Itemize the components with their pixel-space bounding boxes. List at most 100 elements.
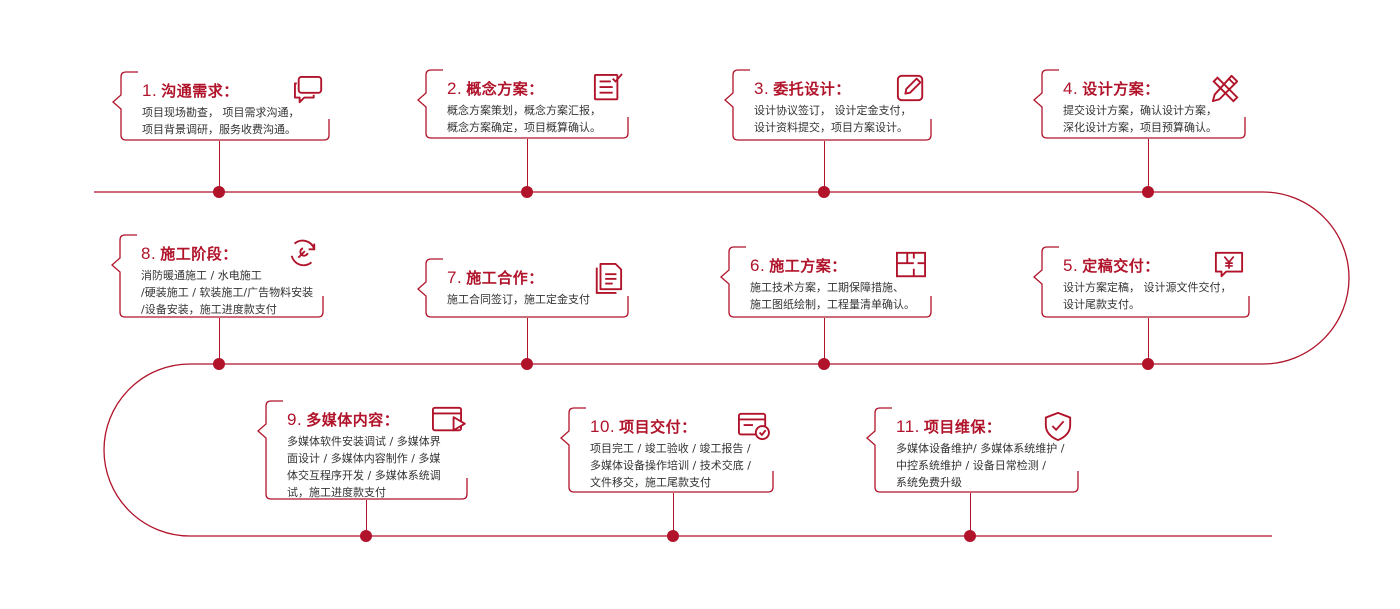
step-title-text: 施工方案： bbox=[769, 257, 847, 275]
step-description-line: 施工图纸绘制，工程量清单确认。 bbox=[750, 298, 915, 311]
step-title: 11.项目维保： bbox=[896, 416, 1001, 437]
timeline-node bbox=[1142, 186, 1154, 198]
step-number: 11. bbox=[896, 417, 920, 436]
step-description-line: 施工合同签订，施工定金支付 bbox=[447, 293, 590, 306]
step-description: 多媒体软件安装调试 / 多媒体界面设计 / 多媒体内容制作 / 多媒体交互程序开… bbox=[287, 433, 441, 501]
process-step-9: 9.多媒体内容： 多媒体软件安装调试 / 多媒体界面设计 / 多媒体内容制作 / … bbox=[257, 400, 468, 501]
step-number: 8. bbox=[141, 244, 157, 263]
step-description-line: 概念方案确定，项目概算确认。 bbox=[447, 121, 601, 134]
step-connector bbox=[219, 141, 220, 192]
process-step-6: 6.施工方案： 施工技术方案，工期保障措施、施工图纸绘制，工程量清单确认。 bbox=[720, 246, 932, 318]
chat-bubbles-icon bbox=[292, 75, 326, 105]
step-number: 10. bbox=[590, 417, 616, 436]
floor-plan-icon bbox=[894, 250, 928, 280]
step-description-line: 设计资料提交，项目方案设计。 bbox=[754, 121, 908, 134]
process-step-4: 4.设计方案： 提交设计方案，确认设计方案， 深化设计方案，项目预算确认。 bbox=[1033, 69, 1246, 139]
timeline-node bbox=[521, 358, 533, 370]
step-frame bbox=[1033, 246, 1250, 318]
step-number: 7. bbox=[447, 268, 463, 287]
step-title-text: 项目维保： bbox=[923, 418, 1002, 436]
document-check-icon bbox=[591, 73, 625, 103]
step-description: 消防暖通施工 / 水电施工/硬装施工 / 软装施工/广告物料安装/设备安装，施工… bbox=[141, 267, 313, 318]
step-number: 4. bbox=[1063, 79, 1079, 98]
step-description-line: 系统免费升级 bbox=[896, 476, 962, 489]
process-step-11: 11.项目维保： 多媒体设备维护/ 多媒体系统维护 / 中控系统维护 / 设备日常检… bbox=[866, 407, 1079, 493]
step-connector bbox=[1148, 318, 1149, 364]
step-connector bbox=[1148, 139, 1149, 192]
timeline-node bbox=[818, 186, 830, 198]
step-description-line: 中控系统维护 / 设备日常检测 / bbox=[896, 459, 1046, 472]
timeline-node bbox=[360, 530, 372, 542]
timeline-node bbox=[1142, 358, 1154, 370]
step-number: 2. bbox=[447, 79, 463, 98]
step-title: 4.设计方案： bbox=[1063, 78, 1160, 99]
step-frame bbox=[720, 246, 932, 318]
step-title-text: 概念方案： bbox=[466, 80, 544, 98]
step-description-line: 多媒体设备操作培训 / 技术交底 / bbox=[590, 459, 751, 472]
step-description-line: 项目现场勘查， 项目需求沟通， bbox=[142, 106, 300, 119]
step-frame bbox=[724, 69, 932, 141]
step-frame bbox=[257, 400, 468, 500]
step-description-line: /设备安装，施工进度款支付 bbox=[141, 303, 277, 316]
step-frame bbox=[112, 71, 330, 141]
process-step-1: 1.沟通需求：项目现场勘查， 项目需求沟通，项目背景调研，服务收费沟通。 bbox=[112, 71, 330, 141]
step-title: 3.委托设计： bbox=[754, 78, 851, 99]
step-frame bbox=[866, 407, 1079, 493]
step-number: 6. bbox=[750, 256, 766, 275]
step-description-line: 体交互程序开发 / 多媒体系统调 bbox=[287, 469, 441, 482]
step-frame bbox=[111, 234, 324, 318]
step-title-text: 施工阶段： bbox=[160, 245, 238, 263]
process-step-7: 7.施工合作： 施工合同签订，施工定金支付 bbox=[417, 258, 629, 318]
step-description-line: 面设计 / 多媒体内容制作 / 多媒 bbox=[287, 452, 441, 465]
ruler-pencil-icon bbox=[1208, 73, 1242, 103]
process-step-8: 8.施工阶段：消防暖通施工 / 水电施工/硬装施工 / 软装施工/广告物料安装/… bbox=[111, 234, 324, 318]
timeline-node bbox=[521, 186, 533, 198]
step-description: 多媒体设备维护/ 多媒体系统维护 / 中控系统维护 / 设备日常检测 / 系统免费升… bbox=[896, 440, 1064, 491]
step-title: 6.施工方案： bbox=[750, 255, 847, 276]
step-connector bbox=[219, 318, 220, 364]
step-title-text: 施工合作： bbox=[466, 269, 544, 287]
step-title-text: 定稿交付： bbox=[1082, 257, 1160, 275]
step-title-text: 多媒体内容： bbox=[306, 411, 400, 429]
step-description-line: 提交设计方案，确认设计方案， bbox=[1063, 104, 1217, 117]
process-step-3: 3.委托设计： 设计协议签订， 设计定金支付， 设计资料提交，项目方案设计。 bbox=[724, 69, 932, 141]
step-title: 5.定稿交付： bbox=[1063, 255, 1160, 276]
step-connector bbox=[527, 139, 528, 192]
timeline-node bbox=[667, 530, 679, 542]
step-description-line: 项目完工 / 竣工验收 / 竣工报告 / bbox=[590, 442, 751, 455]
step-description: 施工技术方案，工期保障措施、施工图纸绘制，工程量清单确认。 bbox=[750, 279, 915, 313]
process-step-10: 10.项目交付： 项目完工 / 竣工验收 / 竣工报告 / 多媒体设备操作培训 / … bbox=[560, 407, 774, 493]
step-title-text: 委托设计： bbox=[773, 80, 851, 98]
step-connector bbox=[527, 318, 528, 364]
media-play-icon bbox=[430, 404, 466, 434]
step-description: 提交设计方案，确认设计方案， 深化设计方案，项目预算确认。 bbox=[1063, 102, 1217, 136]
step-title: 7.施工合作： bbox=[447, 267, 544, 288]
step-frame bbox=[560, 407, 774, 493]
step-description: 设计方案定稿， 设计源文件交付，设计尾款支付。 bbox=[1063, 279, 1232, 313]
step-description-line: 设计协议签订， 设计定金支付， bbox=[754, 104, 912, 117]
process-step-2: 2.概念方案：概念方案策划，概念方案汇报，概念方案确定，项目概算确认。 bbox=[417, 69, 629, 139]
step-description-line: 多媒体设备维护/ 多媒体系统维护 / bbox=[896, 442, 1065, 455]
step-description-line: 设计方案定稿， 设计源文件交付， bbox=[1063, 281, 1232, 294]
step-connector bbox=[366, 500, 367, 536]
step-description-line: /硬装施工 / 软装施工/广告物料安装 bbox=[141, 286, 314, 299]
step-description-line: 施工技术方案，工期保障措施、 bbox=[750, 281, 904, 294]
step-title: 2.概念方案： bbox=[447, 78, 544, 99]
step-description-line: 深化设计方案，项目预算确认。 bbox=[1063, 121, 1217, 134]
step-description-line: 多媒体软件安装调试 / 多媒体界 bbox=[287, 435, 441, 448]
step-description: 施工合同签订，施工定金支付 bbox=[447, 291, 590, 308]
step-number: 5. bbox=[1063, 256, 1079, 275]
step-title: 9.多媒体内容： bbox=[287, 409, 399, 430]
wrench-cycle-icon bbox=[286, 238, 320, 268]
step-frame bbox=[417, 69, 629, 139]
timeline-node bbox=[964, 530, 976, 542]
step-title-text: 沟通需求： bbox=[161, 82, 239, 100]
step-description-line: 消防暖通施工 / 水电施工 bbox=[141, 269, 262, 282]
contract-documents-icon bbox=[591, 262, 625, 294]
process-step-5: 5.定稿交付： 设计方案定稿， 设计源文件交付，设计尾款支付。 bbox=[1033, 246, 1250, 318]
delivery-card-icon bbox=[736, 411, 770, 441]
step-frame bbox=[417, 258, 629, 318]
step-title: 10.项目交付： bbox=[590, 416, 697, 437]
step-title-text: 项目交付： bbox=[619, 418, 697, 436]
